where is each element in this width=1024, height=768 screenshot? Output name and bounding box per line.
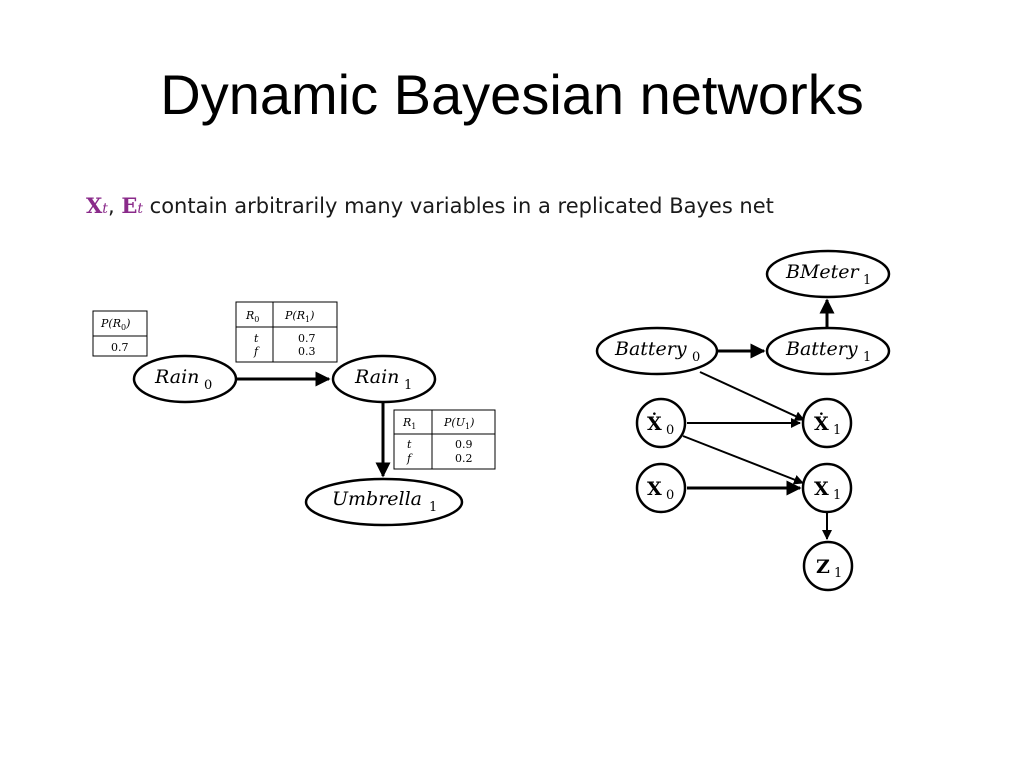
subtitle-text: contain arbitrarily many variables in a … [149, 194, 774, 218]
svg-text:BMeter: BMeter [785, 261, 861, 283]
slide-subtitle: Xt, Et contain arbitrarily many variable… [86, 193, 774, 218]
cpt-sensor-umbrella1: R1 P(U1) t 0.9 f 0.2 [393, 409, 496, 470]
cpt-u1-row2-value: 0.2 [455, 452, 473, 465]
node-umbrella1: Umbrella 1 [304, 477, 464, 527]
svg-text:Ẋ: Ẋ [647, 412, 662, 435]
svg-text:Rain: Rain [154, 366, 199, 388]
node-battery0: Battery 0 [595, 326, 719, 376]
cpt-u1-col1: R1 [402, 416, 416, 431]
cpt-r1-row1-value: 0.7 [298, 332, 316, 345]
cpt-r1-col2: P(R1) [284, 309, 314, 324]
node-rain1: Rain 1 [331, 354, 437, 404]
cpt-r0-header: P(R0) [100, 317, 130, 332]
cpt-u1-row1-value: 0.9 [455, 438, 473, 451]
svg-text:Ẋ: Ẋ [814, 412, 829, 435]
svg-text:Umbrella: Umbrella [332, 488, 422, 510]
node-xdot1: Ẋ 1 [801, 397, 853, 449]
svg-text:1: 1 [833, 423, 841, 438]
cpt-u1-row1-cond: t [407, 438, 412, 451]
svg-text:Z: Z [816, 556, 830, 578]
cpt-u1-row2-cond: f [406, 452, 413, 465]
var-x: X [86, 193, 103, 218]
cpt-prior-rain0: P(R0) 0.7 [92, 310, 148, 357]
svg-text:0: 0 [666, 488, 674, 503]
node-rain0: Rain 0 [132, 354, 238, 404]
svg-text:Battery: Battery [614, 338, 687, 360]
svg-text:1: 1 [834, 566, 842, 581]
separator: , [107, 194, 115, 218]
node-x0: X 0 [635, 462, 687, 514]
svg-text:1: 1 [833, 488, 841, 503]
slide-title: Dynamic Bayesian networks [160, 63, 864, 126]
svg-text:Rain: Rain [354, 366, 399, 388]
svg-text:0: 0 [692, 350, 700, 365]
cpt-r1-row2-value: 0.3 [298, 345, 316, 358]
cpt-r0-value: 0.7 [111, 341, 129, 354]
cpt-r1-row2-cond: f [253, 345, 260, 358]
var-e: E [121, 193, 138, 218]
node-z1: Z 1 [802, 540, 854, 592]
svg-text:1: 1 [863, 350, 871, 365]
svg-text:0: 0 [666, 423, 674, 438]
edge-xdot0-x1 [682, 435, 804, 485]
var-x-sub: t [102, 201, 108, 217]
cpt-transition-rain1: R0 P(R1) t 0.7 f 0.3 [235, 301, 338, 363]
node-battery1: Battery 1 [765, 326, 891, 376]
svg-text:1: 1 [863, 273, 871, 288]
svg-text:X: X [647, 478, 662, 500]
edge-battery0-xdot1 [699, 371, 805, 421]
node-x1: X 1 [801, 462, 853, 514]
svg-text:X: X [814, 478, 829, 500]
node-bmeter1: BMeter 1 [765, 249, 891, 299]
node-xdot0: Ẋ 0 [635, 397, 687, 449]
cpt-r1-row1-cond: t [254, 332, 259, 345]
cpt-u1-col2: P(U1) [443, 416, 474, 431]
cpt-r1-col1: R0 [245, 309, 259, 324]
svg-text:1: 1 [429, 500, 437, 515]
svg-text:1: 1 [404, 378, 412, 393]
svg-text:Battery: Battery [785, 338, 858, 360]
svg-text:0: 0 [204, 378, 212, 393]
var-e-sub: t [137, 201, 143, 217]
